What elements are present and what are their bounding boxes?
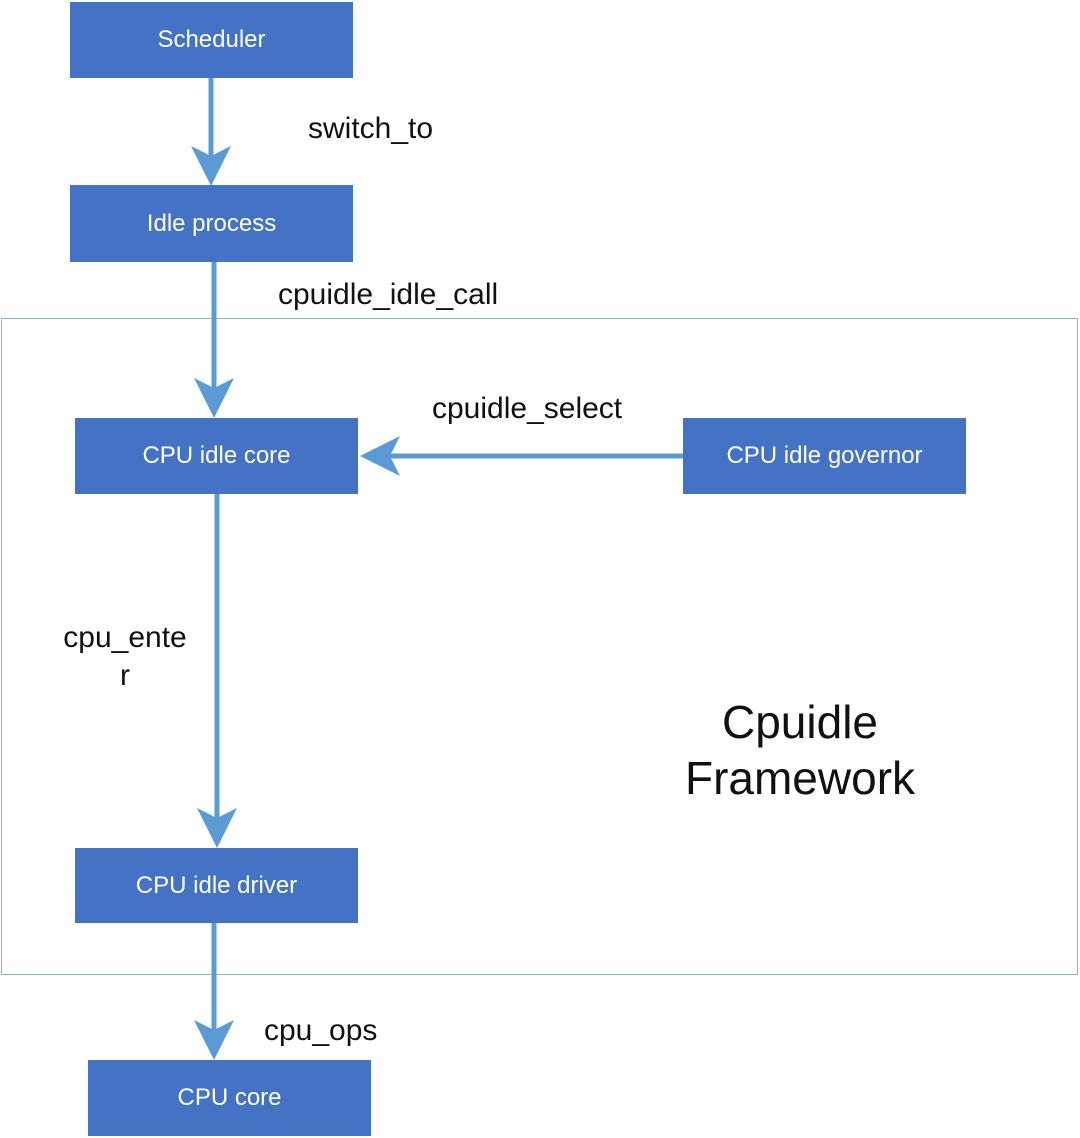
cpu-idle-driver-label: CPU idle driver: [135, 871, 298, 899]
edge-label-switch-to: switch_to: [308, 112, 434, 145]
cpu-idle-governor-box: CPU idle governor: [683, 418, 966, 494]
cpu-idle-driver-box: CPU idle driver: [75, 848, 358, 923]
scheduler-label: Scheduler: [157, 26, 266, 53]
edge-label-cpu-ops: cpu_ops: [264, 1014, 378, 1047]
idle-process-label: Idle process: [146, 209, 277, 237]
edge-label-cpuidle-select: cpuidle_select: [432, 392, 623, 425]
cpu-idle-governor-label: CPU idle governor: [726, 442, 923, 469]
scheduler-box: Scheduler: [70, 2, 353, 78]
cpu-idle-core-box: CPU idle core: [75, 418, 358, 494]
cpu-core-label: CPU core: [177, 1084, 282, 1111]
idle-process-box: Idle process: [70, 185, 353, 262]
cpu-idle-core-label: CPU idle core: [142, 442, 291, 469]
cpuidle-framework-frame: [1, 318, 1078, 975]
cpu-core-box: CPU core: [88, 1060, 371, 1136]
frame-title: Cpuidle Framework: [684, 696, 916, 804]
edge-label-cpuidle-idle-call: cpuidle_idle_call: [278, 278, 499, 311]
edge-label-cpu-enter: cpu_enter: [63, 621, 187, 692]
